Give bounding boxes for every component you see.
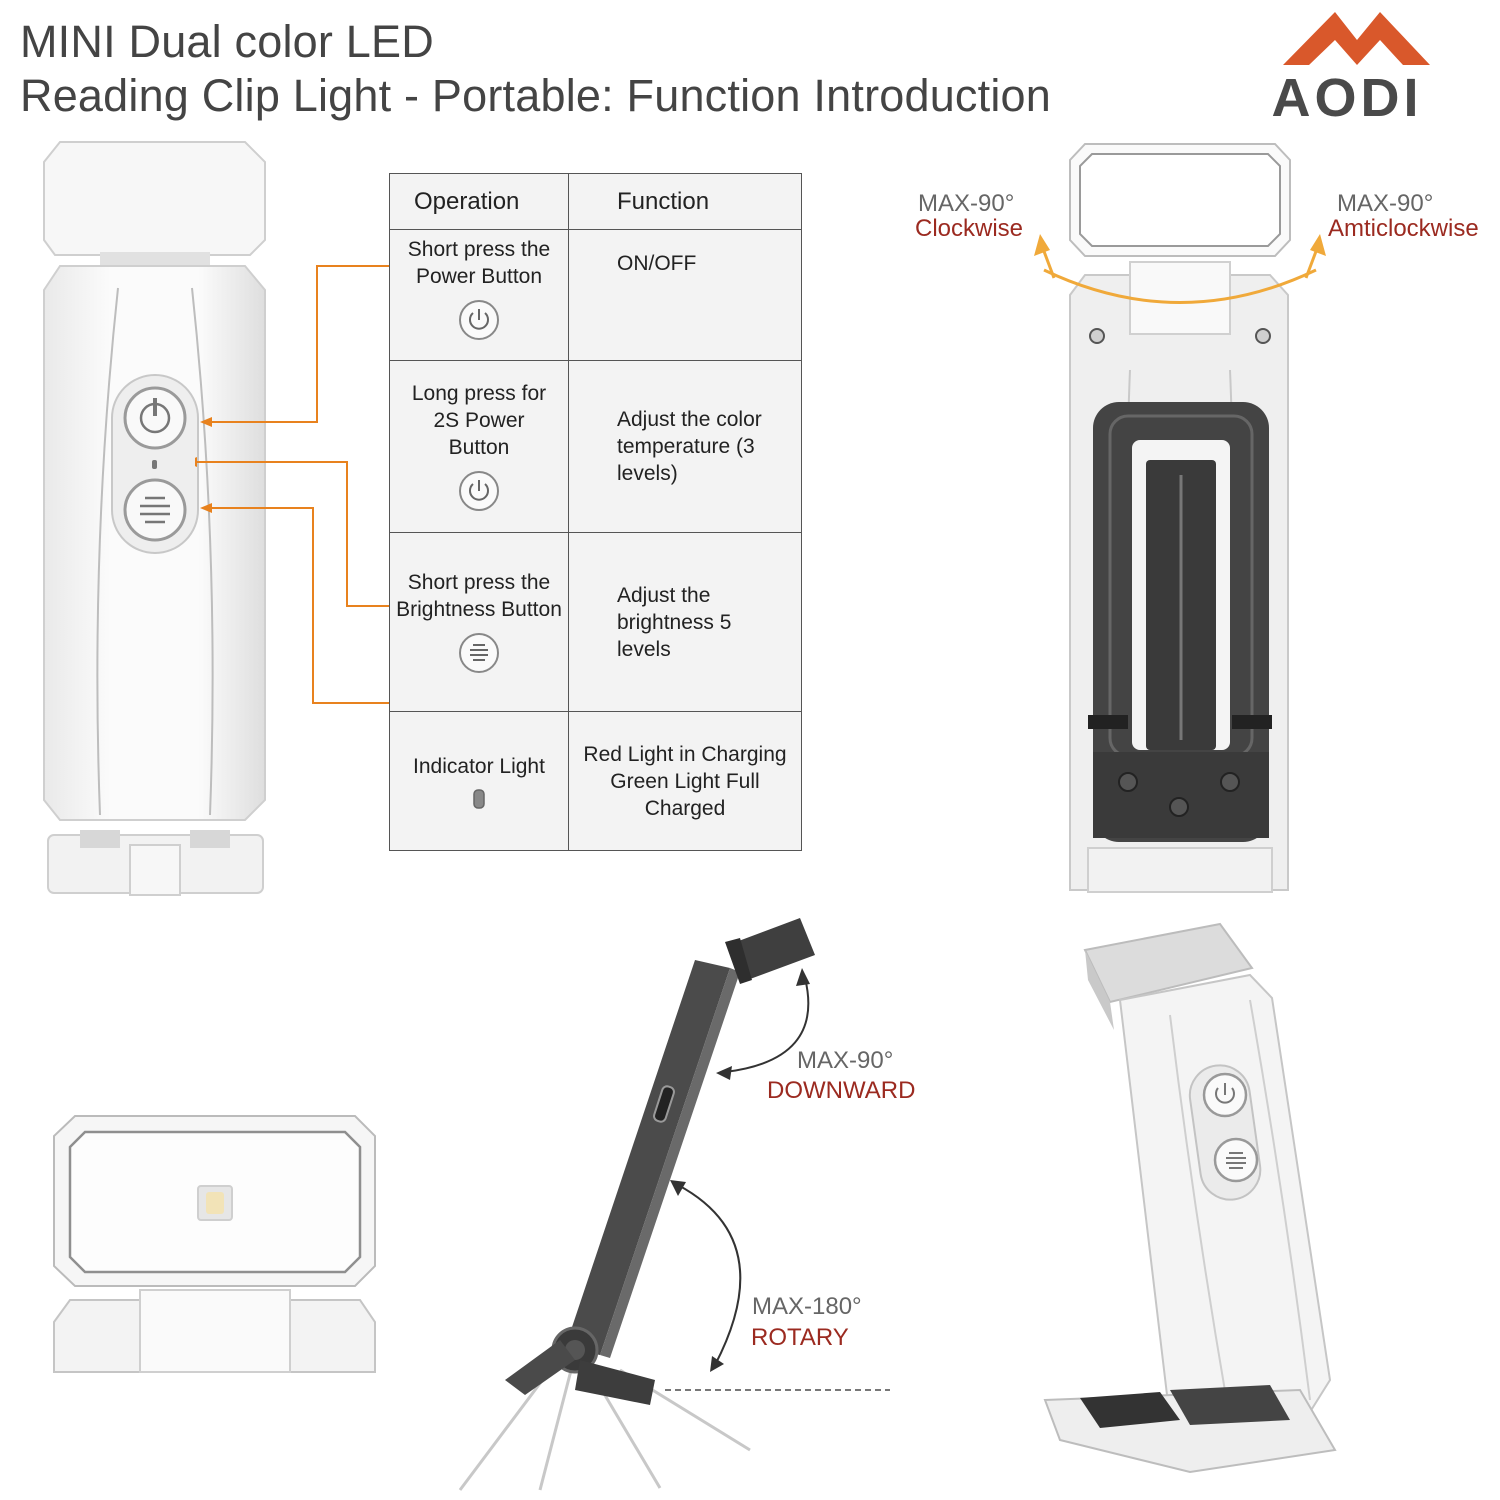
brightness-icon xyxy=(1213,1137,1259,1183)
anticlockwise-label: Amticlockwise xyxy=(1328,215,1479,242)
function-text: ON/OFF xyxy=(568,229,802,361)
operation-cell: Indicator Light xyxy=(389,711,569,851)
light-side-view xyxy=(458,918,890,1491)
anticlockwise-angle: MAX-90° xyxy=(1337,190,1434,217)
rotation-arc xyxy=(1034,234,1326,304)
power-icon xyxy=(459,471,499,511)
light-head-closeup xyxy=(53,1115,376,1373)
page-title-line2: Reading Clip Light - Portable: Function … xyxy=(20,70,1051,121)
table-row: Short press the Power Button ON/OFF xyxy=(389,229,802,361)
operation-text: Indicator Light xyxy=(413,754,545,778)
brightness-button[interactable] xyxy=(123,478,187,542)
rotary-label: ROTARY xyxy=(751,1324,849,1351)
function-table: Operation Function Short press the Power… xyxy=(389,173,802,851)
indicator-light xyxy=(152,460,157,469)
function-text: Adjust the brightness 5 levels xyxy=(568,532,802,712)
downward-label: DOWNWARD xyxy=(767,1077,916,1104)
led-chip xyxy=(206,1192,224,1214)
brand-logo: AODI xyxy=(1272,12,1430,122)
table-row: Short press the Brightness Button Adjust… xyxy=(389,532,802,712)
power-button[interactable] xyxy=(123,386,187,450)
clockwise-angle: MAX-90° xyxy=(918,190,1015,217)
usb-port xyxy=(653,1085,675,1123)
operation-text: Short press the Power Button xyxy=(407,238,551,288)
power-icon xyxy=(459,300,499,340)
indicator-icon xyxy=(473,788,485,809)
operation-cell: Short press the Brightness Button xyxy=(389,532,569,712)
downward-angle: MAX-90° xyxy=(797,1047,894,1074)
header-operation: Operation xyxy=(389,173,569,230)
table-header-row: Operation Function xyxy=(389,173,802,230)
power-icon xyxy=(153,398,157,416)
brand-name: AODI xyxy=(1272,68,1423,122)
light-front-view xyxy=(43,141,266,896)
rotary-angle: MAX-180° xyxy=(752,1293,862,1320)
function-text: Red Light in Charging Green Light Full C… xyxy=(568,711,802,851)
operation-cell: Short press the Power Button xyxy=(389,229,569,361)
page-title-line1: MINI Dual color LED xyxy=(20,16,434,67)
operation-cell: Long press for 2S Power Button xyxy=(389,360,569,533)
brand-logo-mark xyxy=(1283,12,1430,65)
light-angled-view xyxy=(1043,922,1337,1474)
brightness-icon xyxy=(140,496,170,524)
clockwise-label: Clockwise xyxy=(915,215,1024,242)
brightness-icon xyxy=(459,633,499,673)
light-back-view xyxy=(1069,143,1291,893)
callout-lines xyxy=(195,265,389,704)
operation-text: Long press for 2S Power Button xyxy=(411,382,547,459)
operation-text: Short press the Brightness Button xyxy=(396,571,562,621)
function-text: Adjust the color temperature (3 levels) xyxy=(568,360,802,533)
header-function: Function xyxy=(568,173,802,230)
table-row: Long press for 2S Power Button Adjust th… xyxy=(389,360,802,533)
table-row: Indicator Light Red Light in Charging Gr… xyxy=(389,711,802,851)
